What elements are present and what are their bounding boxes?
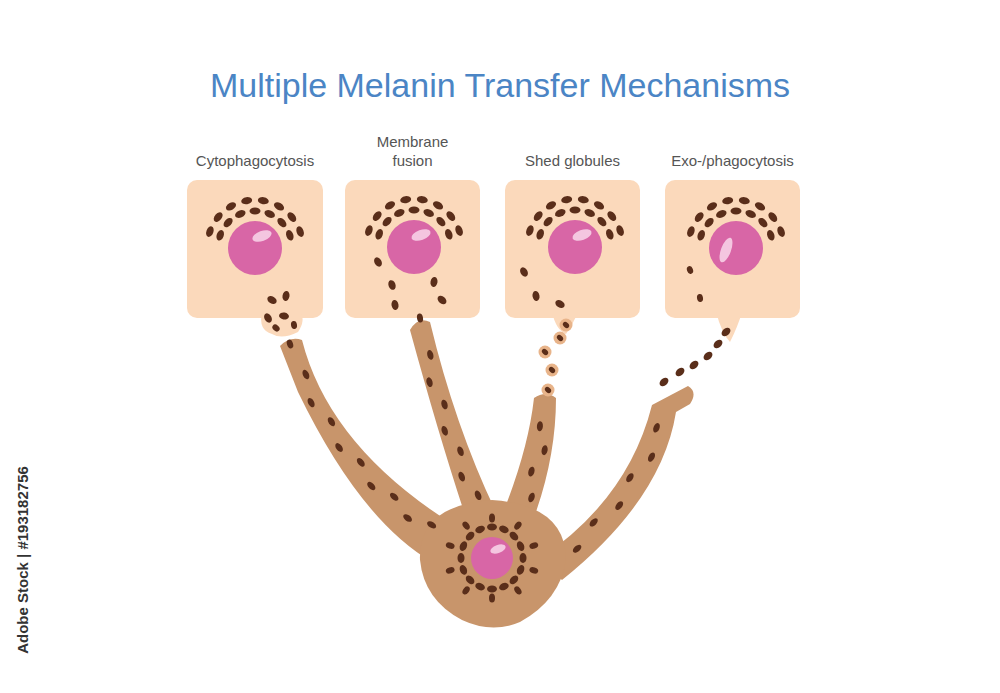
mechanism-label: Cytophagocytosis xyxy=(170,151,340,170)
melanocyte xyxy=(280,320,694,627)
keratinocyte-cell: Exo-/phagocytosis xyxy=(665,180,800,318)
keratinocyte-cell: Membrane fusion xyxy=(345,180,480,318)
mechanism-label: Membrane fusion xyxy=(363,132,463,170)
keratinocyte-cell: Cytophagocytosis xyxy=(187,180,323,318)
melanosomes xyxy=(205,195,787,602)
mechanism-label: Shed globules xyxy=(523,151,623,170)
diagram-title: Multiple Melanin Transfer Mechanisms xyxy=(0,66,1000,105)
watermark: Adobe Stock | #193182756 xyxy=(14,466,31,654)
mechanism-label: Exo-/phagocytosis xyxy=(648,151,818,170)
nuclei xyxy=(228,220,763,579)
keratinocyte-cell: Shed globules xyxy=(505,180,640,318)
keratinocytes xyxy=(187,180,800,342)
